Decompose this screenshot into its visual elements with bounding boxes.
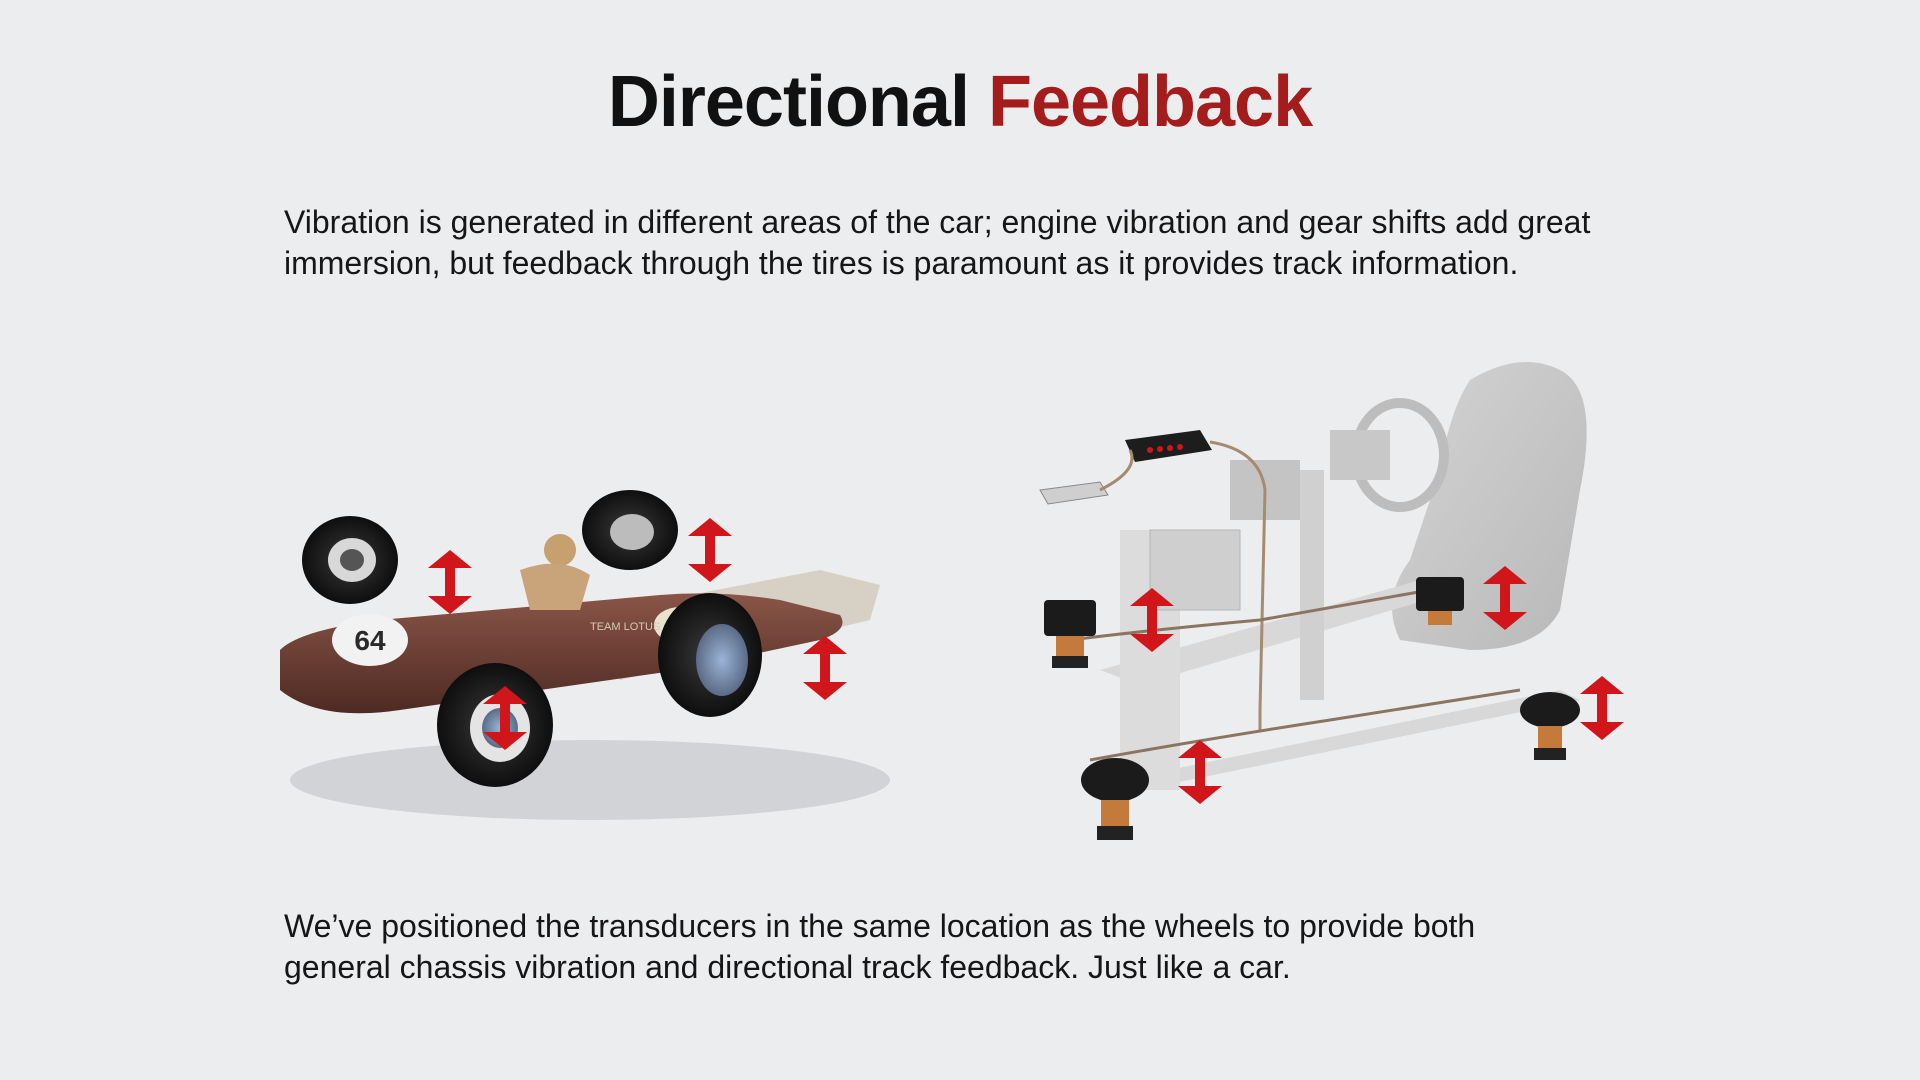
- front-right-tire: [658, 593, 762, 717]
- driver-body: [520, 563, 590, 610]
- amplifier-unit: [1125, 430, 1212, 462]
- vibration-arrow-icon: [428, 550, 472, 614]
- front-left-tire: [582, 490, 678, 570]
- outro-paragraph: We’ve positioned the transducers in the …: [284, 906, 1724, 988]
- transducer-rear-left: [1416, 577, 1464, 625]
- wheel-base: [1330, 430, 1390, 480]
- vibration-arrow-icon: [483, 686, 527, 750]
- sim-rig-illustration: [1000, 350, 1660, 850]
- outro-line-1: We’ve positioned the transducers in the …: [284, 908, 1476, 944]
- race-car-illustration: 64 64 TEAM LOTUS: [260, 490, 1000, 840]
- vibration-arrow-icon: [1483, 566, 1527, 630]
- interface-box: [1039, 481, 1109, 505]
- transducer-front-left: [1044, 600, 1096, 668]
- vibration-arrow-icon: [688, 518, 732, 582]
- vibration-arrow-icon: [1178, 740, 1222, 804]
- cable: [1089, 688, 1521, 762]
- cable: [1099, 449, 1134, 492]
- title-main: Directional: [607, 62, 970, 142]
- cable: [1069, 588, 1431, 642]
- vibration-arrow-icon: [1130, 588, 1174, 652]
- car-number: 64: [354, 625, 386, 656]
- intro-paragraph: Vibration is generated in different area…: [284, 202, 1724, 284]
- race-car-svg: 64 64 TEAM LOTUS: [280, 490, 890, 820]
- sim-rig-svg: [1039, 362, 1624, 840]
- car-shadow: [290, 740, 890, 820]
- vibration-arrow-icon: [1580, 676, 1624, 740]
- electronics-board: [1149, 529, 1241, 611]
- rear-right-tire: [437, 663, 553, 787]
- livery-text: TEAM LOTUS: [590, 621, 660, 633]
- number-roundel: [332, 614, 408, 666]
- intro-line-2: immersion, but feedback through the tire…: [284, 245, 1519, 281]
- rig-frame: [1100, 460, 1580, 790]
- intro-line-1: Vibration is generated in different area…: [284, 204, 1591, 240]
- transducer-front-right: [1081, 758, 1149, 840]
- driver-helmet: [544, 534, 576, 566]
- slide-title: Directional Feedback: [0, 62, 1920, 142]
- vibration-arrow-icon: [803, 636, 847, 700]
- rear-left-tire: [302, 516, 398, 604]
- title-accent: Feedback: [987, 62, 1313, 142]
- outro-line-2: general chassis vibration and directiona…: [284, 949, 1291, 985]
- transducer-rear-right: [1520, 692, 1580, 760]
- cable: [1209, 440, 1267, 730]
